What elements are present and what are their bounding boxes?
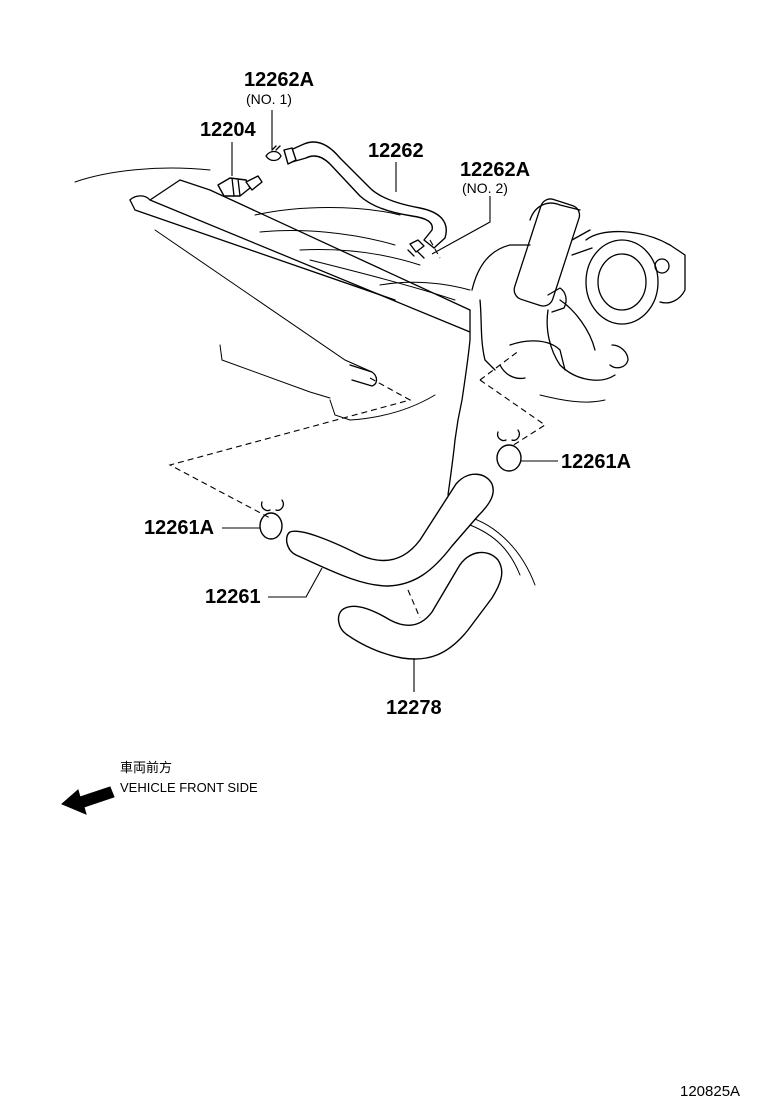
label-12261A-left: 12261A <box>144 517 214 539</box>
label-12262A-no2-sub: (NO. 2) <box>462 180 508 196</box>
engine-outline <box>74 167 686 586</box>
label-12204: 12204 <box>200 119 256 141</box>
label-12278: 12278 <box>386 697 442 719</box>
clip-12261A-right-part <box>496 429 522 472</box>
label-12261A-right: 12261A <box>561 451 631 473</box>
legend-english: VEHICLE FRONT SIDE <box>120 780 258 795</box>
label-12262: 12262 <box>368 140 424 162</box>
vehicle-front-legend: 車両前方 VEHICLE FRONT SIDE <box>61 760 258 815</box>
label-12262A-no1-sub: (NO. 1) <box>246 91 292 107</box>
clip-no2-part <box>407 239 425 259</box>
leader-lines <box>222 110 558 692</box>
clip-12261A-left-part <box>259 499 284 540</box>
label-12262A-no1: 12262A <box>244 69 314 91</box>
hose-12262-part <box>283 141 447 249</box>
clip-no1-part <box>265 145 282 162</box>
reference-number: 120825A <box>680 1083 740 1100</box>
label-12262A-no2: 12262A <box>460 159 530 181</box>
routing-dashes <box>168 239 546 619</box>
label-12261: 12261 <box>205 586 261 608</box>
legend-japanese: 車両前方 <box>120 760 172 775</box>
pcv-valve-part <box>217 175 263 197</box>
arrow-left-icon <box>61 786 115 815</box>
hose-12278-part <box>337 551 503 660</box>
hose-12261-part <box>285 473 494 587</box>
